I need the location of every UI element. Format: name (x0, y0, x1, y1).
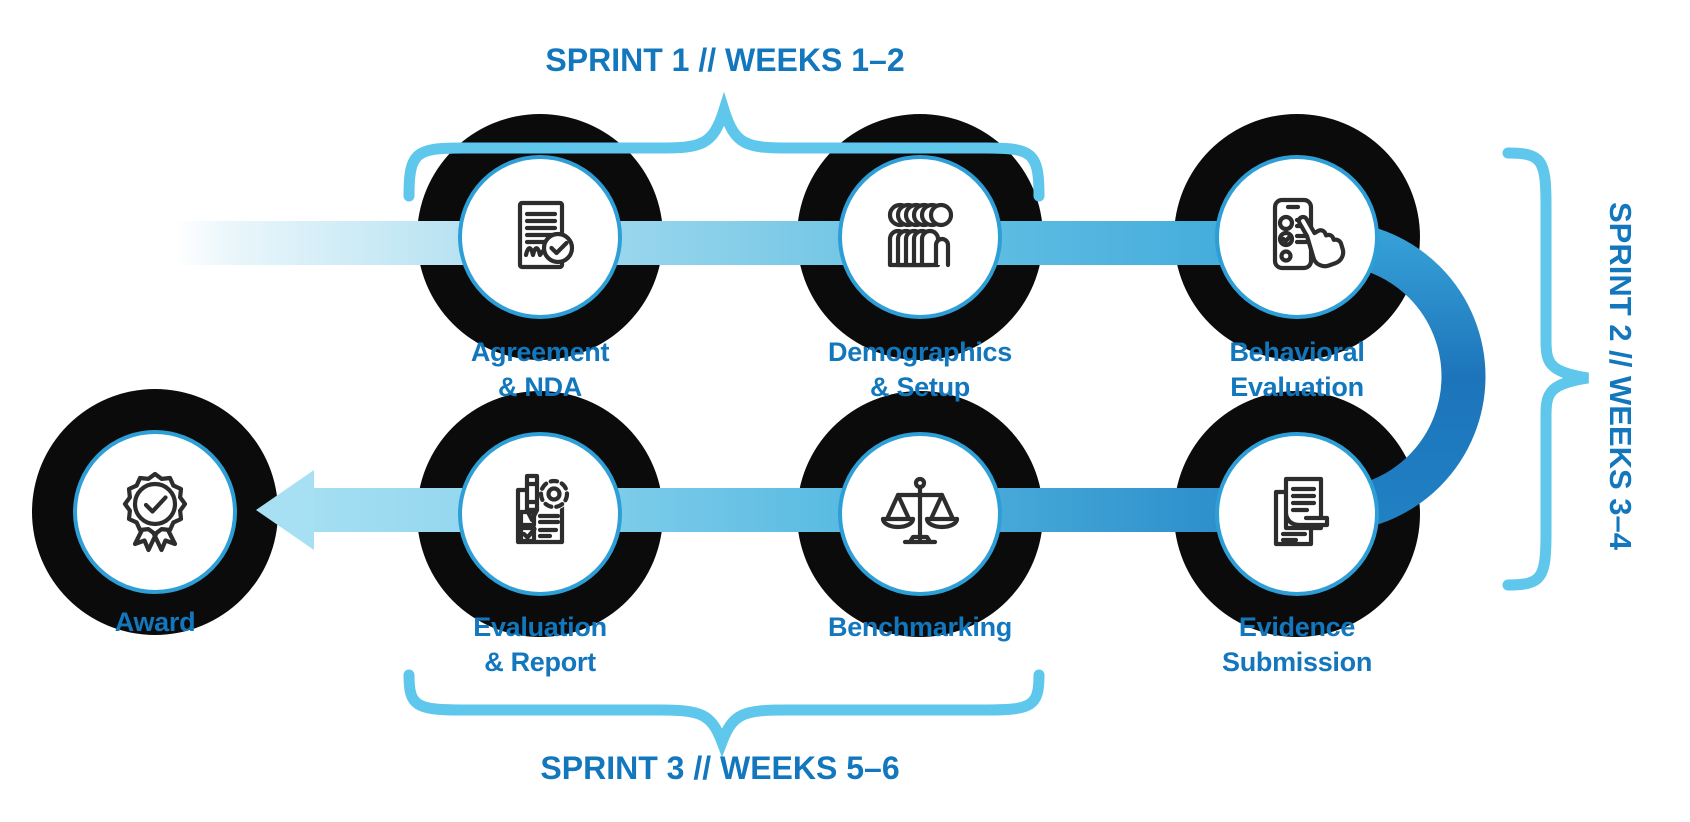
step-label-line1: Demographics (828, 337, 1012, 367)
icon-circle (1215, 155, 1379, 319)
step-award: Award (32, 389, 278, 637)
step-agreement: Agreement & NDA (417, 114, 663, 402)
step-label-line1: Behavioral (1229, 337, 1365, 367)
step-label: Benchmarking (765, 610, 1075, 645)
sprint2-brace-icon (1502, 147, 1589, 591)
step-benchmarking: Benchmarking (797, 391, 1043, 642)
step-label: Award (0, 605, 310, 640)
step-evaluation-report: Evaluation & Report (417, 391, 663, 677)
icon-circle (1215, 432, 1379, 596)
step-evidence-submission: Evidence Submission (1174, 391, 1420, 677)
step-label: Evidence Submission (1142, 610, 1452, 680)
step-label: Behavioral Evaluation (1142, 335, 1452, 405)
phone-checklist-tap-icon (1272, 197, 1346, 271)
step-label: Evaluation & Report (385, 610, 695, 680)
step-label-line1: Agreement (470, 337, 610, 367)
icon-circle (838, 155, 1002, 319)
step-demographics: Demographics & Setup (797, 114, 1043, 402)
step-behavioral-evaluation: Behavioral Evaluation (1174, 114, 1420, 402)
balance-scale-icon (880, 476, 960, 545)
signed-document-check-icon (517, 200, 575, 270)
step-label-line2: Evaluation (1230, 372, 1364, 402)
step-label-line2: & Setup (870, 372, 970, 402)
sprint2-label: SPRINT 2 // WEEKS 3–4 (1603, 202, 1638, 550)
sprint3-label: SPRINT 3 // WEEKS 5–6 (540, 750, 900, 786)
award-rosette-icon (122, 471, 188, 553)
step-label: Demographics & Setup (765, 335, 1075, 405)
step-label-line1: Benchmarking (828, 612, 1012, 642)
icon-circle (458, 432, 622, 596)
sprint3-brace-icon (403, 669, 1045, 758)
step-label-line2: Submission (1221, 647, 1373, 677)
sprint1-label: SPRINT 1 // WEEKS 1–2 (545, 42, 905, 78)
flow-band-top (175, 221, 1330, 265)
audience-rows-icon (887, 202, 954, 268)
report-pencil-gear-icon (515, 473, 570, 545)
step-label-line1: Award (114, 607, 196, 637)
step-label: Agreement & NDA (385, 335, 695, 405)
icon-circle (838, 432, 1002, 596)
step-label-line2: & NDA (498, 372, 582, 402)
icon-circle (73, 430, 237, 594)
step-label-line1: Evidence (1238, 612, 1356, 642)
icon-circle (458, 155, 622, 319)
step-label-line2: & Report (484, 647, 596, 677)
stacked-documents-icon (1273, 476, 1330, 547)
step-label-line1: Evaluation (473, 612, 607, 642)
